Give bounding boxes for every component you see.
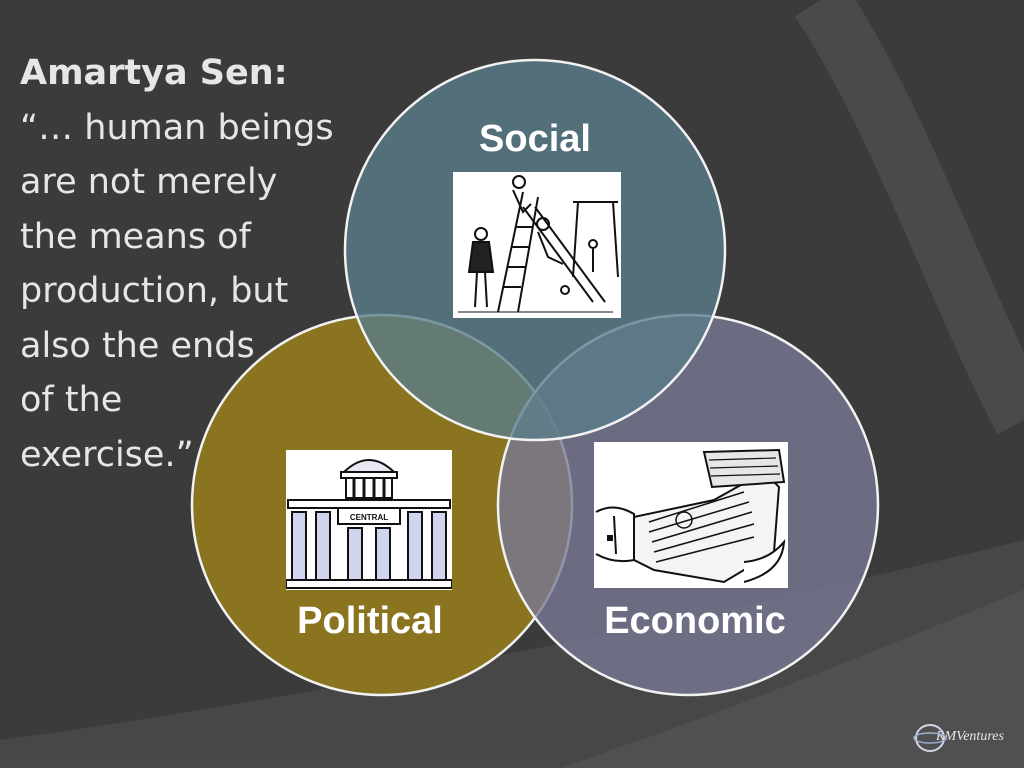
sen-quote: Amartya Sen: “… human beings are not mer…: [20, 46, 360, 482]
building-sign: CENTRAL: [350, 513, 388, 522]
political-label: Political: [297, 600, 443, 642]
quote-line: of the: [20, 380, 123, 420]
quote-line: also the ends: [20, 325, 255, 366]
quote-line: production, but: [20, 271, 289, 311]
quote-author: Amartya Sen:: [20, 53, 288, 93]
quote-line: “… human beings: [20, 107, 334, 148]
playground-illustration: [453, 172, 621, 318]
government-building-illustration: CENTRAL: [285, 450, 453, 590]
globe-logo-icon: [913, 724, 947, 752]
economic-label: Economic: [604, 600, 786, 642]
quote-line: exercise.”: [20, 434, 194, 475]
logo-text: RMVentures: [936, 729, 1004, 744]
social-label: Social: [479, 118, 591, 160]
quote-line: are not merely: [20, 162, 278, 202]
quote-line: the means of: [20, 216, 251, 257]
money-in-hand-illustration: [594, 442, 788, 588]
